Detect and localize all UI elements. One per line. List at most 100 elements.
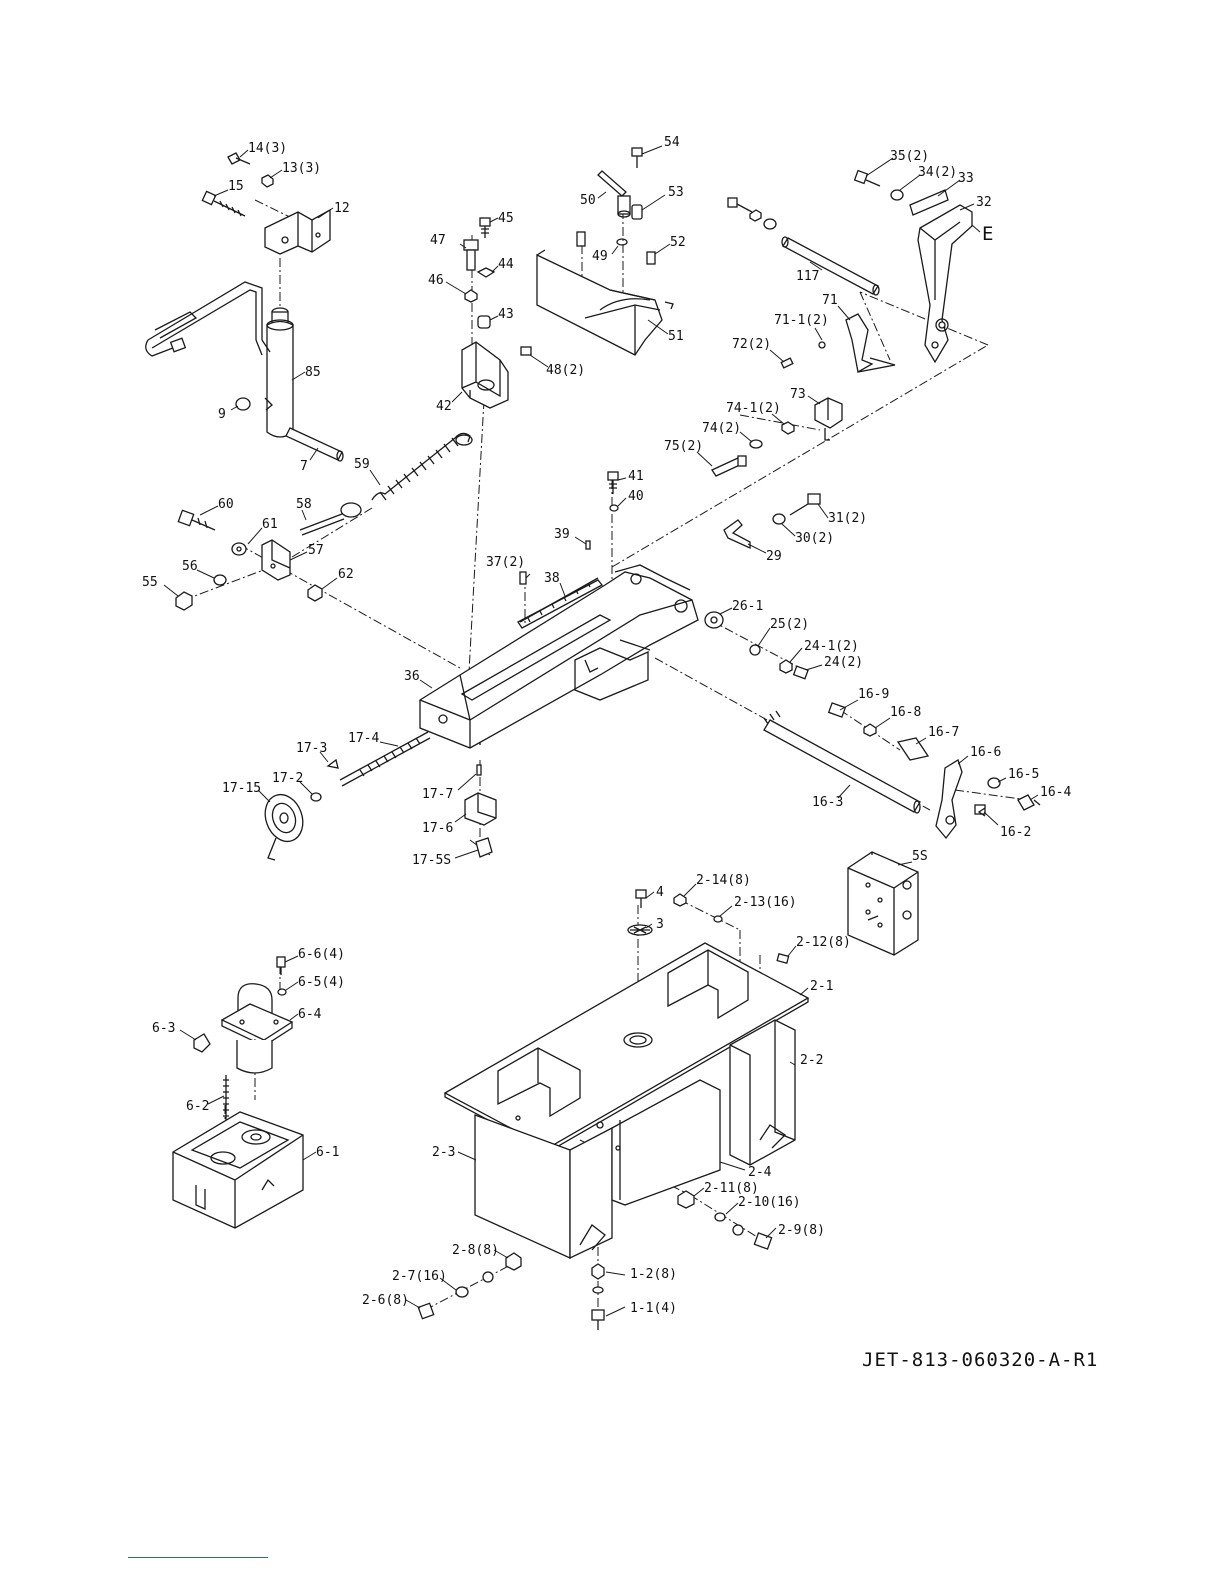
callout-41: 41 (628, 469, 644, 484)
coolant-pump-assembly (172, 956, 304, 1229)
callout-49: 49 (592, 249, 608, 264)
callout-54: 54 (664, 135, 680, 150)
callout-31-2: 31(2) (828, 511, 867, 526)
callout-39: 39 (554, 527, 570, 542)
callout-2-14-8: 2-14(8) (696, 873, 751, 888)
callout-14-3: 14(3) (248, 141, 287, 156)
callout-75-2: 75(2) (664, 439, 703, 454)
callout-47: 47 (430, 233, 446, 248)
callout-62: 62 (338, 567, 354, 582)
callout-36: 36 (404, 669, 420, 684)
control-box (847, 851, 919, 956)
callout-16-6: 16-6 (970, 745, 1001, 760)
callout-72-2: 72(2) (732, 337, 771, 352)
callout-12: 12 (334, 201, 350, 216)
leader-lines (163, 145, 1039, 1317)
callout-16-9: 16-9 (858, 687, 889, 702)
callout-38: 38 (544, 571, 560, 586)
callout-35-2: 35(2) (890, 149, 929, 164)
document-id: JET-813-060320-A-R1 (862, 1349, 1098, 1371)
callout-6-4: 6-4 (298, 1007, 322, 1022)
callout-1-1-4: 1-1(4) (630, 1301, 677, 1316)
callout-59: 59 (354, 457, 370, 472)
callout-43: 43 (498, 307, 514, 322)
callout-50: 50 (580, 193, 596, 208)
callout-2-13-16: 2-13(16) (734, 895, 797, 910)
callout-57: 57 (308, 543, 324, 558)
callout-2-11-8: 2-11(8) (704, 1181, 759, 1196)
callout-17-3: 17-3 (296, 741, 327, 756)
callout-1-2-8: 1-2(8) (630, 1267, 677, 1282)
callout-24-1-2: 24-1(2) (804, 639, 859, 654)
callout-34-2: 34(2) (918, 165, 957, 180)
callout-16-7: 16-7 (928, 725, 959, 740)
vise-jaw-assembly (520, 147, 674, 356)
callout-24-2: 24(2) (824, 655, 863, 670)
callout-56: 56 (182, 559, 198, 574)
callout-29: 29 (766, 549, 782, 564)
callout-17-5s: 17-5S (412, 853, 451, 868)
callout-85: 85 (305, 365, 321, 380)
callout-33: 33 (958, 171, 974, 186)
upper-right-lever-assembly (711, 169, 973, 477)
callout-labels: 14(3) 13(3) 15 12 85 9 7 47 45 44 46 43 … (142, 135, 1071, 1316)
callout-53: 53 (668, 185, 684, 200)
callout-117: 117 (796, 269, 819, 284)
callout-6-5-4: 6-5(4) (298, 975, 345, 990)
callout-16-8: 16-8 (890, 705, 921, 720)
callout-2-4: 2-4 (748, 1165, 772, 1180)
stand-assembly (417, 889, 810, 1330)
lift-lever-assembly (763, 702, 1041, 840)
callout-44: 44 (498, 257, 514, 272)
callout-2-10-16: 2-10(16) (738, 1195, 801, 1210)
callout-37-2: 37(2) (486, 555, 525, 570)
callout-73: 73 (790, 387, 806, 402)
callout-2-12-8: 2-12(8) (796, 935, 851, 950)
callout-6-1: 6-1 (316, 1145, 339, 1160)
feed-handwheel-assembly (264, 731, 497, 861)
callout-2-7-16: 2-7(16) (392, 1269, 447, 1284)
callout-2-6-8: 2-6(8) (362, 1293, 409, 1308)
callout-2-2: 2-2 (800, 1053, 823, 1068)
callout-2-1: 2-1 (810, 979, 833, 994)
callout-16-5: 16-5 (1008, 767, 1039, 782)
callout-26-1: 26-1 (732, 599, 763, 614)
callout-52: 52 (670, 235, 686, 250)
callout-58: 58 (296, 497, 312, 512)
callout-74-2: 74(2) (702, 421, 741, 436)
callout-30-2: 30(2) (795, 531, 834, 546)
callout-16-2: 16-2 (1000, 825, 1031, 840)
callout-17-15: 17-15 (222, 781, 261, 796)
callout-51: 51 (668, 329, 684, 344)
spring-tension-assembly (175, 432, 473, 611)
callout-61: 61 (262, 517, 278, 532)
callout-60: 60 (218, 497, 234, 512)
callout-45: 45 (498, 211, 514, 226)
callout-6-2: 6-2 (186, 1099, 209, 1114)
callout-17-2: 17-2 (272, 771, 303, 786)
callout-17-6: 17-6 (422, 821, 453, 836)
callout-2-3: 2-3 (432, 1145, 455, 1160)
callout-5s: 5S (912, 849, 928, 864)
callout-25-2: 25(2) (770, 617, 809, 632)
callout-46: 46 (428, 273, 444, 288)
callout-48-2: 48(2) (546, 363, 585, 378)
callout-7: 7 (300, 459, 308, 474)
callout-2-9-8: 2-9(8) (778, 1223, 825, 1238)
callout-13-3: 13(3) (282, 161, 321, 176)
vise-bracket-assembly (461, 217, 509, 409)
callout-40: 40 (628, 489, 644, 504)
footer-link-rule (128, 1557, 268, 1558)
callout-3: 3 (656, 917, 664, 932)
callout-4: 4 (656, 885, 664, 900)
callout-16-3: 16-3 (812, 795, 843, 810)
callout-74-1-2: 74-1(2) (726, 401, 781, 416)
callout-15: 15 (228, 179, 244, 194)
callout-71: 71 (822, 293, 838, 308)
callout-71-1-2: 71-1(2) (774, 313, 829, 328)
callout-9: 9 (218, 407, 226, 422)
upper-left-arm-assembly (145, 152, 344, 462)
callout-E: E (982, 223, 993, 245)
callout-55: 55 (142, 575, 158, 590)
callout-2-8-8: 2-8(8) (452, 1243, 499, 1258)
